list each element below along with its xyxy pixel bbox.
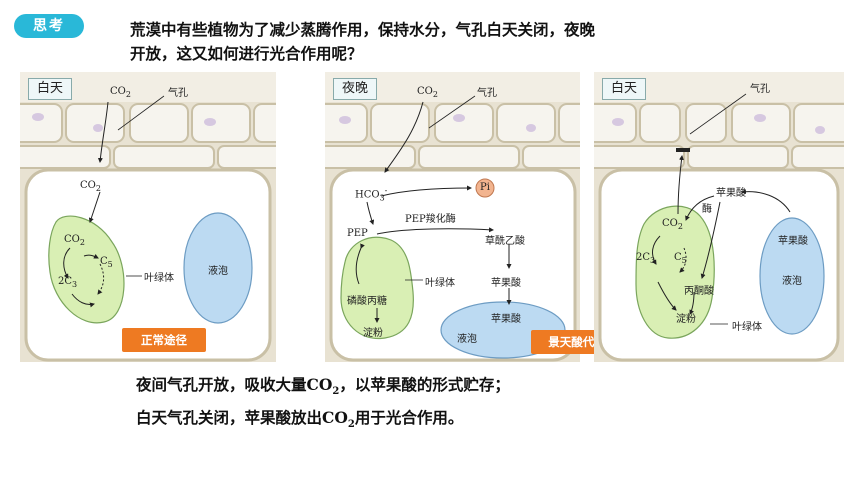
starch-label: 淀粉	[363, 328, 383, 339]
oxaloacetate-label: 草酰乙酸	[485, 236, 525, 247]
cell-illustration	[594, 72, 844, 362]
panel-day2-tab: 白天	[602, 78, 647, 100]
co2-cytosol-label: CO2	[80, 180, 101, 193]
pep-label: PEP	[347, 228, 368, 239]
stoma-label: 气孔	[477, 88, 497, 99]
question-line-2: 开放，这又如何进行光合作用呢？	[130, 44, 363, 63]
co2-label: CO2	[417, 86, 438, 99]
panel-day-cam: 白天 气孔 苹果酸 酶 CO2 2C3 C5 丙酮酸 淀粉 叶绿体 苹果酸 液泡	[594, 72, 844, 362]
pi-label: Pi	[480, 182, 490, 193]
vacuole-label: 液泡	[782, 276, 802, 287]
stoma-label: 气孔	[168, 88, 188, 99]
pep-carboxylase-label: PEP羧化酶	[405, 214, 456, 225]
tag-think: 思考	[14, 14, 84, 38]
c5-label: C5	[674, 252, 687, 265]
chloroplast-label: 叶绿体	[425, 278, 455, 289]
pyruvate-label: 丙酮酸	[684, 286, 714, 297]
panel-night-tab: 夜晚	[333, 78, 378, 100]
hco3-label: HCO3-	[355, 186, 388, 203]
triose-phosphate-label: 磷酸丙糖	[347, 296, 387, 307]
vacuole-label: 液泡	[208, 266, 228, 277]
question-line-1: 荒漠中有些植物为了减少蒸腾作用，保持水分，气孔白天关闭，夜晚	[130, 20, 596, 39]
vacuole-malate-label: 苹果酸	[778, 236, 808, 247]
c3-label: 2C3	[636, 252, 656, 265]
starch-label: 淀粉	[676, 314, 696, 325]
malate-label: 苹果酸	[491, 278, 521, 289]
co2-chloroplast-label: CO2	[64, 234, 85, 247]
normal-pathway-badge: 正常途径	[122, 328, 206, 352]
co2-chloroplast-label: CO2	[662, 218, 683, 231]
co2-label: CO2	[110, 86, 131, 99]
answer-line-2: 白天气孔关闭，苹果酸放出CO2用于光合作用。	[136, 408, 464, 431]
c3-label: 2C3	[58, 276, 78, 289]
answer-line-1: 夜间气孔开放，吸收大量CO2，以苹果酸的形式贮存；	[136, 375, 510, 398]
panel-day-tab: 白天	[28, 78, 73, 100]
stoma-label: 气孔	[750, 84, 770, 95]
c5-label: C5	[100, 256, 113, 269]
panel-night-cam: 夜晚 CO2 气孔 HCO3- Pi PEP羧化酶 PEP 草酰乙酸 苹果酸 叶…	[325, 72, 623, 362]
enzyme-label: 酶	[702, 204, 712, 215]
answer-text: 夜间气孔开放，吸收大量CO2，以苹果酸的形式贮存； 白天气孔关闭，苹果酸放出CO…	[136, 372, 510, 438]
vacuole-label: 液泡	[457, 334, 477, 345]
malate-vacuole-label: 苹果酸	[491, 314, 521, 325]
malate-label: 苹果酸	[716, 188, 746, 199]
cell-illustration	[20, 72, 276, 362]
chloroplast-label: 叶绿体	[732, 322, 762, 333]
panel-day-normal: 白天 CO2 气孔 CO2 CO2 C5 2C3 叶绿体 液泡 正常途径	[20, 72, 276, 362]
chloroplast-label: 叶绿体	[144, 273, 174, 284]
question-text: 荒漠中有些植物为了减少蒸腾作用，保持水分，气孔白天关闭，夜晚 开放，这又如何进行…	[130, 18, 830, 66]
